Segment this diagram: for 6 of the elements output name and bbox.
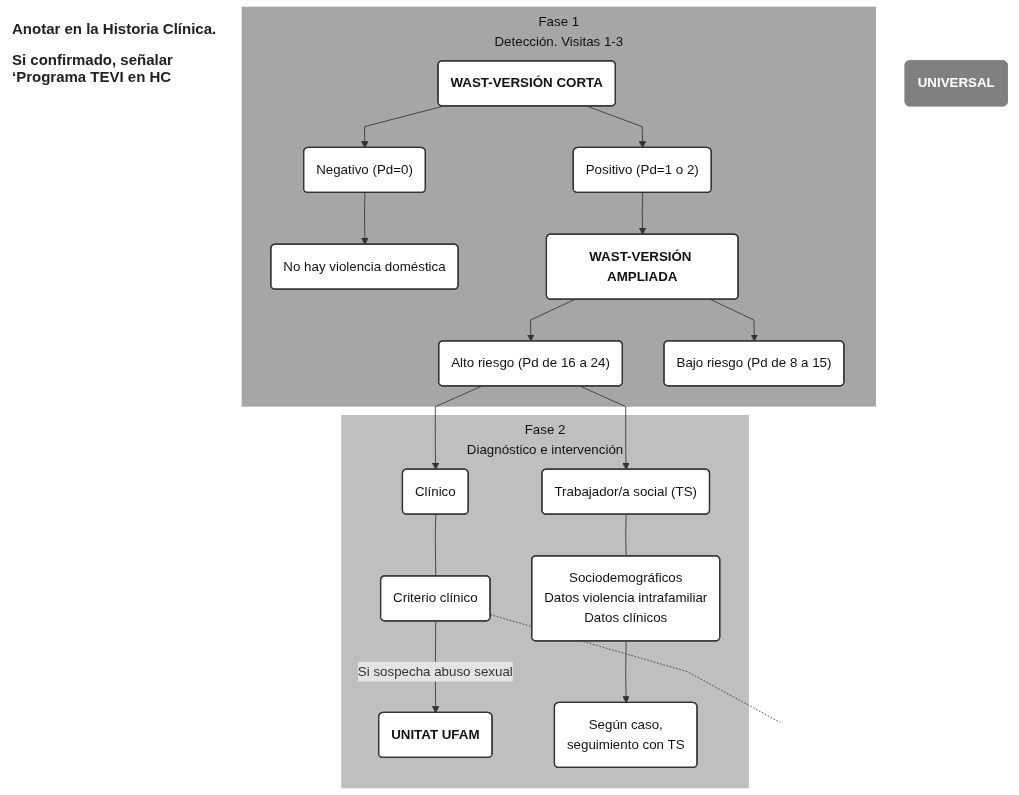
- connector: [625, 514, 627, 557]
- edge-label: Si sospecha abuso sexual: [357, 664, 513, 679]
- note-text: Anotar en la Historia Clínica.: [12, 20, 218, 37]
- connector: [434, 514, 437, 577]
- note-text: Si confirmado, señalar ‘Programa TEVI en HC: [12, 51, 174, 85]
- connector: [490, 614, 781, 723]
